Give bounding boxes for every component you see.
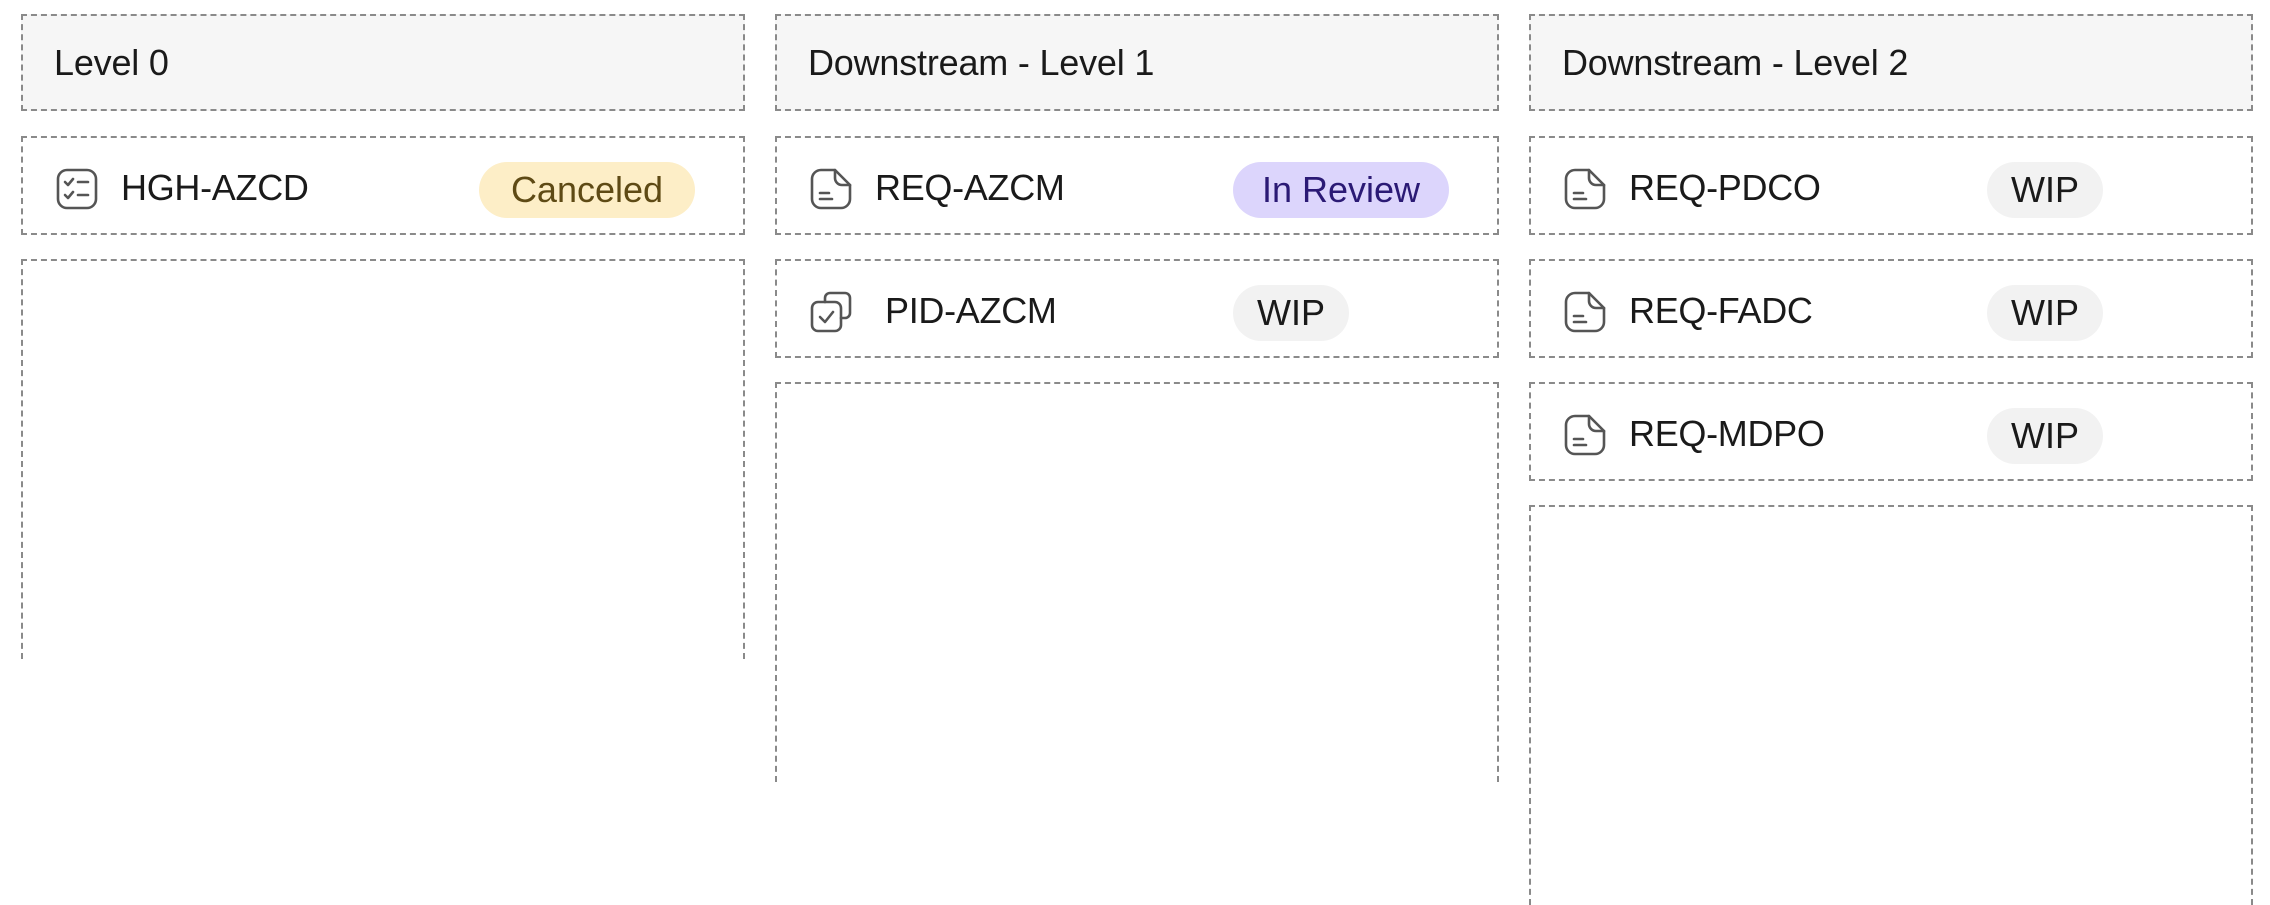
card-id: REQ-MDPO [1629,413,1825,454]
column-downstream-level-2: Downstream - Level 2 REQ-PDCO WIP [1529,14,2253,905]
status-badge: In Review [1233,162,1449,218]
empty-drop-zone [775,382,1499,782]
card[interactable]: REQ-MDPO WIP [1529,382,2253,481]
card[interactable]: HGH-AZCD Canceled [21,136,745,235]
document-icon [808,166,854,212]
card-id: REQ-PDCO [1629,167,1821,208]
column-title: Downstream - Level 1 [808,41,1155,83]
column-title: Level 0 [54,41,169,83]
document-icon [1562,166,1608,212]
status-badge: Canceled [479,162,695,218]
card[interactable]: REQ-AZCM In Review [775,136,1499,235]
document-icon [1562,289,1608,335]
card-id: REQ-AZCM [875,167,1065,208]
column-level-0: Level 0 HGH-AZCD Canceled [21,14,745,659]
card[interactable]: REQ-FADC WIP [1529,259,2253,358]
status-badge: WIP [1987,408,2103,464]
checklist-icon [54,166,100,212]
column-header: Downstream - Level 2 [1529,14,2253,111]
document-icon [1562,412,1608,458]
board: Level 0 HGH-AZCD Canceled Downstream - L… [21,14,2253,905]
column-header: Downstream - Level 1 [775,14,1499,111]
column-downstream-level-1: Downstream - Level 1 REQ-AZCM In Review [775,14,1499,782]
card-id: REQ-FADC [1629,290,1813,331]
column-title: Downstream - Level 2 [1562,41,1909,83]
stacked-check-icon [808,289,854,335]
card-id: HGH-AZCD [121,167,309,208]
status-badge: WIP [1987,285,2103,341]
column-header: Level 0 [21,14,745,111]
card[interactable]: REQ-PDCO WIP [1529,136,2253,235]
empty-drop-zone [21,259,745,659]
card[interactable]: PID-AZCM WIP [775,259,1499,358]
card-id: PID-AZCM [885,290,1057,331]
status-badge: WIP [1233,285,1349,341]
status-badge: WIP [1987,162,2103,218]
empty-drop-zone [1529,505,2253,905]
